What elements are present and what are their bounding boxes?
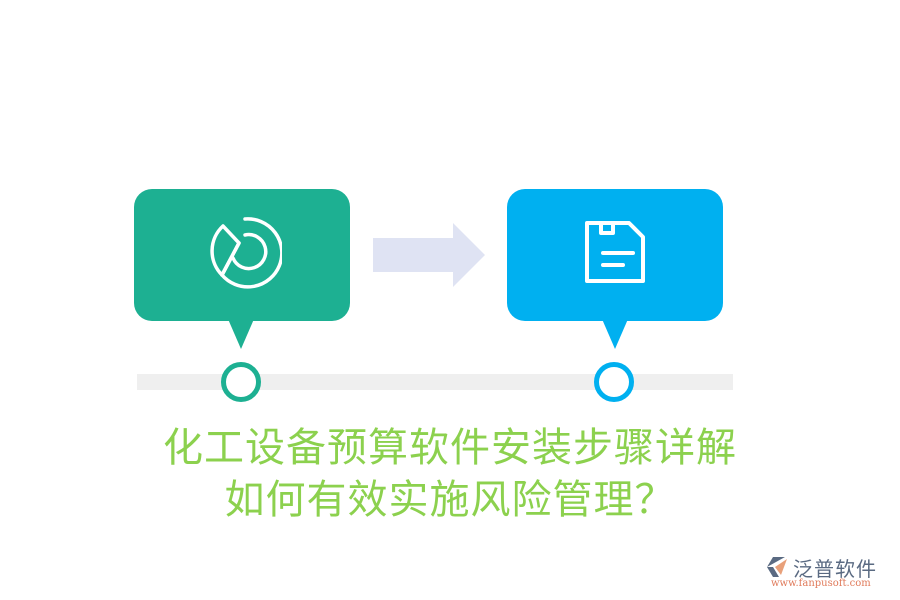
headline-line-1: 化工设备预算软件安装步骤详解 — [163, 425, 737, 471]
headline-line-2: 如何有效实施风险管理？ — [224, 477, 676, 523]
timeline-node-2 — [594, 362, 634, 402]
brand-url: www.fanpusoft.com — [771, 578, 871, 589]
headline: 化工设备预算软件安装步骤详解 如何有效实施风险管理？ — [0, 422, 900, 526]
brand-name: 泛普软件 — [793, 557, 877, 581]
card-pointer-1 — [228, 319, 254, 349]
card-pointer-2 — [602, 319, 628, 349]
brand-logo-icon — [767, 557, 787, 577]
arrow-right-icon — [373, 223, 485, 287]
timeline-track — [137, 374, 733, 390]
pie-chart-play-icon — [202, 213, 284, 297]
floppy-disk-icon — [579, 217, 651, 293]
step-card-1 — [134, 189, 350, 321]
timeline-node-1 — [221, 362, 261, 402]
step-card-2 — [507, 189, 723, 321]
watermark-logo: 泛普软件 www.fanpusoft.com — [765, 553, 895, 593]
